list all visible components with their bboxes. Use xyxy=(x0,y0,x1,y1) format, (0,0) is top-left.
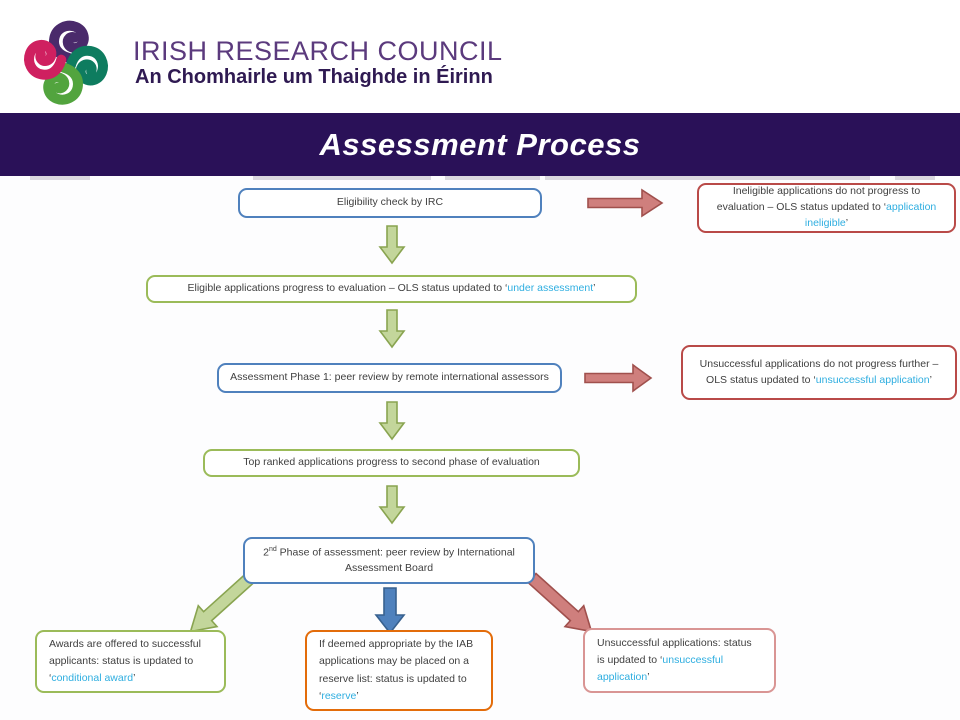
banner-edge-artifact xyxy=(30,176,90,180)
status-highlight: under assessment xyxy=(507,282,594,295)
title-banner: Assessment Process xyxy=(0,113,960,176)
logo-petal-pink xyxy=(24,39,67,80)
banner-edge-artifact xyxy=(445,176,540,180)
arrow-diagonal-down-left-green-icon xyxy=(189,572,256,633)
flow-box-conditional-award: Awards are offered to successful applica… xyxy=(35,630,226,693)
banner-edge-artifact xyxy=(253,176,431,180)
banner-edge-artifact xyxy=(895,176,935,180)
box-text: Ineligible applications do not progress … xyxy=(716,185,937,229)
arrow-down-green-icon xyxy=(378,225,406,265)
status-highlight: application ineligible xyxy=(804,201,937,229)
arrow-down-blue-icon xyxy=(374,587,406,635)
box-text: Unsuccessful applications: status is upd… xyxy=(597,636,752,684)
flow-box-eligibility-check: Eligibility check by IRC xyxy=(238,188,542,218)
arrow-right-red-icon xyxy=(584,363,653,393)
org-name-irish: An Chomhairle um Thaighde in Éirinn xyxy=(135,66,493,88)
flowchart-arrows xyxy=(189,188,664,635)
flow-box-reserve-list: If deemed appropriate by the IAB applica… xyxy=(305,630,493,711)
box-text: Top ranked applications progress to seco… xyxy=(243,456,540,469)
arrow-down-green-icon xyxy=(378,485,406,525)
page-title: Assessment Process xyxy=(319,126,641,162)
box-text: Unsuccessful applications do not progres… xyxy=(699,357,939,386)
status-highlight: unsuccessful application xyxy=(815,373,930,386)
arrow-down-green-icon xyxy=(378,309,406,349)
box-text: If deemed appropriate by the IAB applica… xyxy=(319,637,474,702)
flow-box-assessment-phase-1: Assessment Phase 1: peer review by remot… xyxy=(217,363,562,393)
box-text: Eligibility check by IRC xyxy=(336,196,444,209)
flow-box-unsuccessful-final: Unsuccessful applications: status is upd… xyxy=(583,628,776,693)
arrow-diagonal-down-right-red-icon xyxy=(526,572,593,633)
logo-petal-purple xyxy=(49,20,89,63)
logo-petal-green xyxy=(43,62,83,105)
box-text: Assessment Phase 1: peer review by remot… xyxy=(230,371,549,384)
flow-box-ineligible: Ineligible applications do not progress … xyxy=(697,183,956,233)
flowchart: Eligibility check by IRC Ineligible appl… xyxy=(0,176,960,720)
box-text: Eligible applications progress to evalua… xyxy=(187,282,596,295)
logo-petal-teal xyxy=(65,45,108,86)
org-name: IRISH RESEARCH COUNCIL xyxy=(133,36,503,66)
banner-edge-artifact xyxy=(545,176,870,180)
header: IRISH RESEARCH COUNCIL An Chomhairle um … xyxy=(0,0,960,113)
flow-box-eligible: Eligible applications progress to evalua… xyxy=(146,275,637,303)
flow-box-unsuccessful-phase-1: Unsuccessful applications do not progres… xyxy=(681,345,957,400)
status-highlight: reserve xyxy=(321,689,357,702)
box-text: 2nd Phase of assessment: peer review by … xyxy=(263,545,515,574)
irc-swirl-logo-icon xyxy=(24,20,108,105)
box-text: Awards are offered to successful applica… xyxy=(49,637,201,685)
status-highlight: unsuccessful application xyxy=(597,653,724,684)
arrow-down-green-icon xyxy=(378,401,406,441)
ordinal-superscript: nd xyxy=(268,545,277,553)
flow-box-top-ranked: Top ranked applications progress to seco… xyxy=(203,449,580,477)
flow-box-assessment-phase-2: 2nd Phase of assessment: peer review by … xyxy=(243,537,535,584)
status-highlight: conditional award xyxy=(51,672,134,685)
arrow-right-red-icon xyxy=(587,188,664,218)
